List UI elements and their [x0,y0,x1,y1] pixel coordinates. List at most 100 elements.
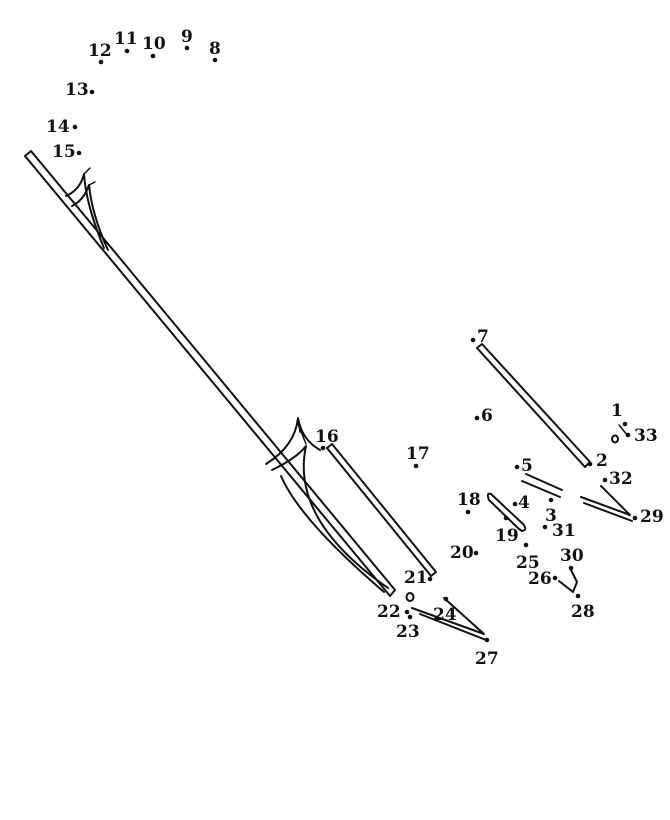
dot-32: 32 [602,469,633,489]
dot-marker [76,150,82,156]
dot-marker [150,53,156,59]
dot-marker [443,596,449,602]
right-rail [476,343,591,468]
dot-marker [542,524,548,530]
lower-brace-inner [271,445,389,589]
sled-line-art [24,150,633,641]
dot-marker [413,463,419,469]
numbered-dots: 1234567891011121314151617181920212223242… [46,27,664,669]
right-ring [611,434,619,444]
dot-number-label: 12 [88,41,112,61]
dot-marker [72,124,78,130]
long-pole-outline [24,150,396,597]
dot-6: 6 [474,406,493,426]
dot-27: 27 [475,637,499,669]
dot-13: 13 [65,80,95,100]
dot-4: 4 [512,493,530,513]
dot-marker [320,445,326,451]
upper-brace-inner [71,184,109,251]
dot-21: 21 [404,568,433,588]
dot-marker [512,501,518,507]
dot-20: 20 [450,543,479,563]
dot-2: 2 [587,451,608,471]
dot-number-label: 17 [406,444,430,464]
dot-24: 24 [433,596,457,625]
dot-number-label: 27 [475,649,499,669]
dot-12: 12 [88,41,112,65]
dot-marker [514,464,520,470]
dot-marker [632,515,638,521]
dot-marker [465,509,471,515]
dot-number-label: 13 [65,80,89,100]
dot-marker [552,575,558,581]
dot-number-label: 1 [611,401,623,421]
dot-29: 29 [632,507,664,527]
dot-16: 16 [315,427,339,451]
secondary-rail [326,443,437,577]
dot-22: 22 [377,602,410,622]
dot-marker [404,609,410,615]
dot-marker [124,48,130,54]
dot-1: 1 [611,401,628,427]
dot-19: 19 [495,515,519,546]
dot-marker [602,477,608,483]
dot-3: 3 [545,497,557,526]
dot-marker [98,59,104,65]
dot-marker [484,637,490,643]
dot-number-label: 3 [545,506,557,526]
dot-number-label: 24 [433,605,457,625]
dot-number-label: 33 [634,426,658,446]
dot-marker [625,432,631,438]
dot-number-label: 23 [396,622,420,642]
lower-brace-tick [297,417,307,445]
dot-marker [587,461,593,467]
dot-8: 8 [209,39,221,63]
dot-marker [568,565,574,571]
dot-number-label: 15 [52,142,76,162]
dot-number-label: 22 [377,602,401,622]
dot-15: 15 [52,142,82,162]
dot-17: 17 [406,444,430,469]
dot-number-label: 14 [46,117,70,137]
dot-marker [523,542,529,548]
dot-number-label: 8 [209,39,221,59]
dot-7: 7 [470,327,489,347]
dot-number-label: 9 [181,27,193,47]
dot-marker [470,337,476,343]
dot-number-label: 25 [516,553,540,573]
dot-marker [89,89,95,95]
dot-number-label: 28 [571,602,595,622]
dot-marker [503,515,509,521]
dot-26: 26 [528,569,558,589]
dot-number-label: 21 [404,568,428,588]
dot-number-label: 19 [495,526,519,546]
dot-marker [548,497,554,503]
dot-marker [622,421,628,427]
dot-30: 30 [560,546,584,571]
dot-18: 18 [457,490,481,515]
dot-25: 25 [516,542,540,573]
dot-marker [407,614,413,620]
dot-9: 9 [181,27,193,51]
bracket-five [521,473,563,498]
dot-10: 10 [142,34,166,59]
dot-23: 23 [396,614,420,642]
dot-number-label: 2 [596,451,608,471]
dot-11: 11 [114,29,138,54]
dot-marker [575,593,581,599]
front-tip [411,597,487,641]
dot-number-label: 7 [477,327,489,347]
dot-number-label: 11 [114,29,138,49]
right-tip [580,485,633,522]
bracket-26-28 [558,569,578,593]
dot-marker [473,550,479,556]
bracket-capsule [486,492,527,532]
dot-number-label: 29 [640,507,664,527]
lower-curve [280,475,385,593]
dot-number-label: 30 [560,546,584,566]
dot-marker [184,45,190,51]
dot-31: 31 [542,521,576,541]
dot-5: 5 [514,456,533,476]
dot-number-label: 10 [142,34,166,54]
